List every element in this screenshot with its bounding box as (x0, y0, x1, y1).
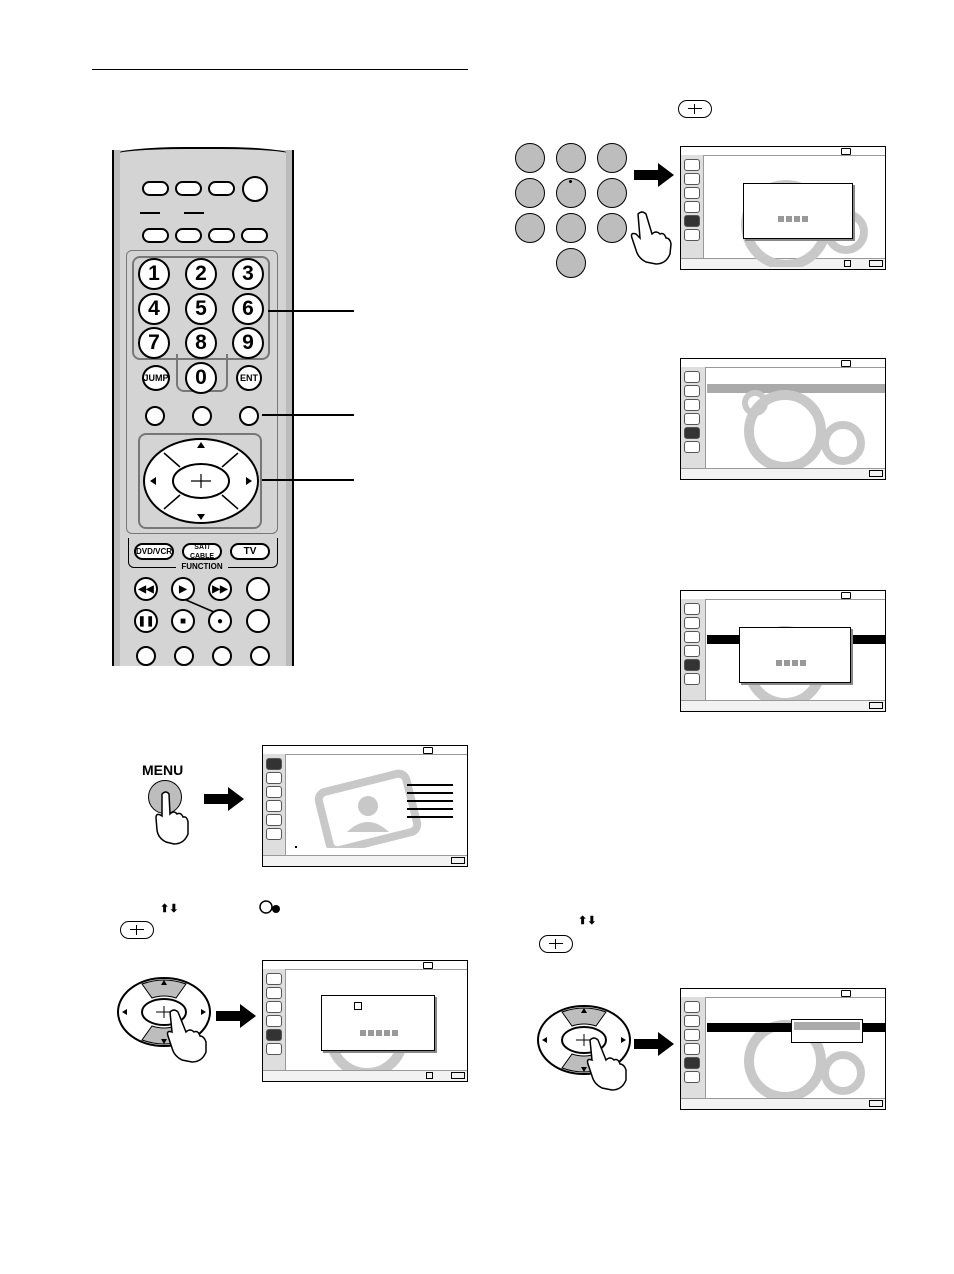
number-key-8[interactable]: 8 (185, 327, 217, 359)
selected-menu-bar (707, 384, 885, 393)
remote-top-button-1[interactable] (142, 181, 169, 196)
tv-screen-code-entry-1 (680, 146, 886, 270)
password-dialog (743, 183, 853, 239)
keypad-key-8 (556, 213, 586, 243)
number-key-group (132, 256, 270, 360)
leader-line-joystick (262, 479, 354, 481)
tv-button[interactable]: TV (230, 543, 270, 560)
remote-small-button-1[interactable] (145, 406, 165, 426)
fast-forward-button[interactable]: ▶▶ (208, 577, 232, 601)
jump-button[interactable]: JUMP (142, 365, 170, 391)
keypad-key-3 (597, 143, 627, 173)
leader-line-button (262, 414, 354, 416)
up-down-arrows-icon: ⬆⬇ (160, 903, 179, 915)
number-key-6[interactable]: 6 (232, 293, 264, 325)
header-rule (92, 69, 468, 70)
play-button[interactable]: ▶ (171, 577, 195, 601)
remote-second-row-button-2[interactable] (175, 228, 202, 243)
enter-button-icon (539, 935, 573, 953)
keypad-key-6 (597, 178, 627, 208)
tv-screen-code-entry-3 (262, 960, 468, 1082)
joystick-group (138, 433, 262, 529)
remote-second-row-button-3[interactable] (208, 228, 235, 243)
remote-transport-button-4[interactable] (246, 577, 270, 601)
number-key-4[interactable]: 4 (138, 293, 170, 325)
tv-screen-menu-list (680, 358, 886, 480)
dvd-vcr-button[interactable]: DVD/VCR (134, 543, 174, 560)
tv-screen-main-menu (262, 745, 468, 867)
right-arrow-icon (216, 1004, 256, 1028)
submenu-popup (791, 1019, 863, 1043)
remote-transport-button-8[interactable] (246, 609, 270, 633)
remote-power-button[interactable] (242, 176, 268, 202)
remote-small-button-2[interactable] (192, 406, 212, 426)
right-arrow-icon (634, 1032, 674, 1056)
remote-top-button-3[interactable] (208, 181, 235, 196)
remote-top-button-2[interactable] (175, 181, 202, 196)
rewind-button[interactable]: ◀◀ (134, 577, 158, 601)
remote-bottom-button-2[interactable] (174, 646, 194, 666)
menu-label: MENU (142, 762, 184, 778)
bear-watermark-icon (742, 390, 865, 471)
hand-pointer-icon (630, 211, 672, 265)
leader-line-number-keys (268, 310, 354, 312)
function-label: FUNCTION (176, 562, 228, 571)
sat-cable-button[interactable]: SAT/ CABLE (182, 543, 222, 560)
remote-small-button-3[interactable] (239, 406, 259, 426)
remote-control: 1 2 3 4 5 6 7 8 9 0 JUMP ENT DVD/VCR SAT… (112, 147, 294, 666)
remote-second-row-button-4[interactable] (241, 228, 268, 243)
remote-bottom-button-4[interactable] (250, 646, 270, 666)
keypad-key-7 (515, 213, 545, 243)
remote-bottom-button-3[interactable] (212, 646, 232, 666)
number-key-1[interactable]: 1 (138, 258, 170, 290)
remote-bottom-button-1[interactable] (136, 646, 156, 666)
keypad-key-4 (515, 178, 545, 208)
keypad-key-9 (597, 213, 627, 243)
keypad-key-2 (556, 143, 586, 173)
number-key-9[interactable]: 9 (232, 327, 264, 359)
keypad-key-1 (515, 143, 545, 173)
remote-key-panel (126, 250, 278, 534)
joystick-control[interactable] (142, 437, 260, 525)
password-dialog (321, 995, 435, 1051)
tv-screen-submenu (680, 988, 886, 1110)
remote-second-row-button-1[interactable] (142, 228, 169, 243)
number-key-7[interactable]: 7 (138, 327, 170, 359)
enter-button-icon (678, 100, 712, 118)
ent-button[interactable]: ENT (236, 365, 262, 391)
tv-screen-code-entry-2 (680, 590, 886, 712)
keypad-key-0 (556, 248, 586, 278)
hand-pointer-icon (166, 1009, 207, 1063)
enter-button-icon (120, 921, 154, 939)
hand-pointer-icon (155, 791, 189, 845)
pause-button[interactable]: ❚❚ (134, 609, 158, 633)
keypad-key-5 (556, 178, 586, 208)
number-key-3[interactable]: 3 (232, 258, 264, 290)
hand-pointer-icon (586, 1037, 627, 1091)
number-key-0[interactable]: 0 (185, 362, 217, 394)
number-key-5[interactable]: 5 (185, 293, 217, 325)
record-button[interactable]: ● (208, 609, 232, 633)
stop-button[interactable]: ■ (171, 609, 195, 633)
right-arrow-icon (634, 163, 674, 187)
parental-lock-icon (259, 900, 280, 914)
right-arrow-icon (204, 787, 244, 811)
number-key-2[interactable]: 2 (185, 258, 217, 290)
up-down-arrows-icon: ⬆⬇ (578, 915, 597, 927)
password-dialog (739, 627, 851, 683)
